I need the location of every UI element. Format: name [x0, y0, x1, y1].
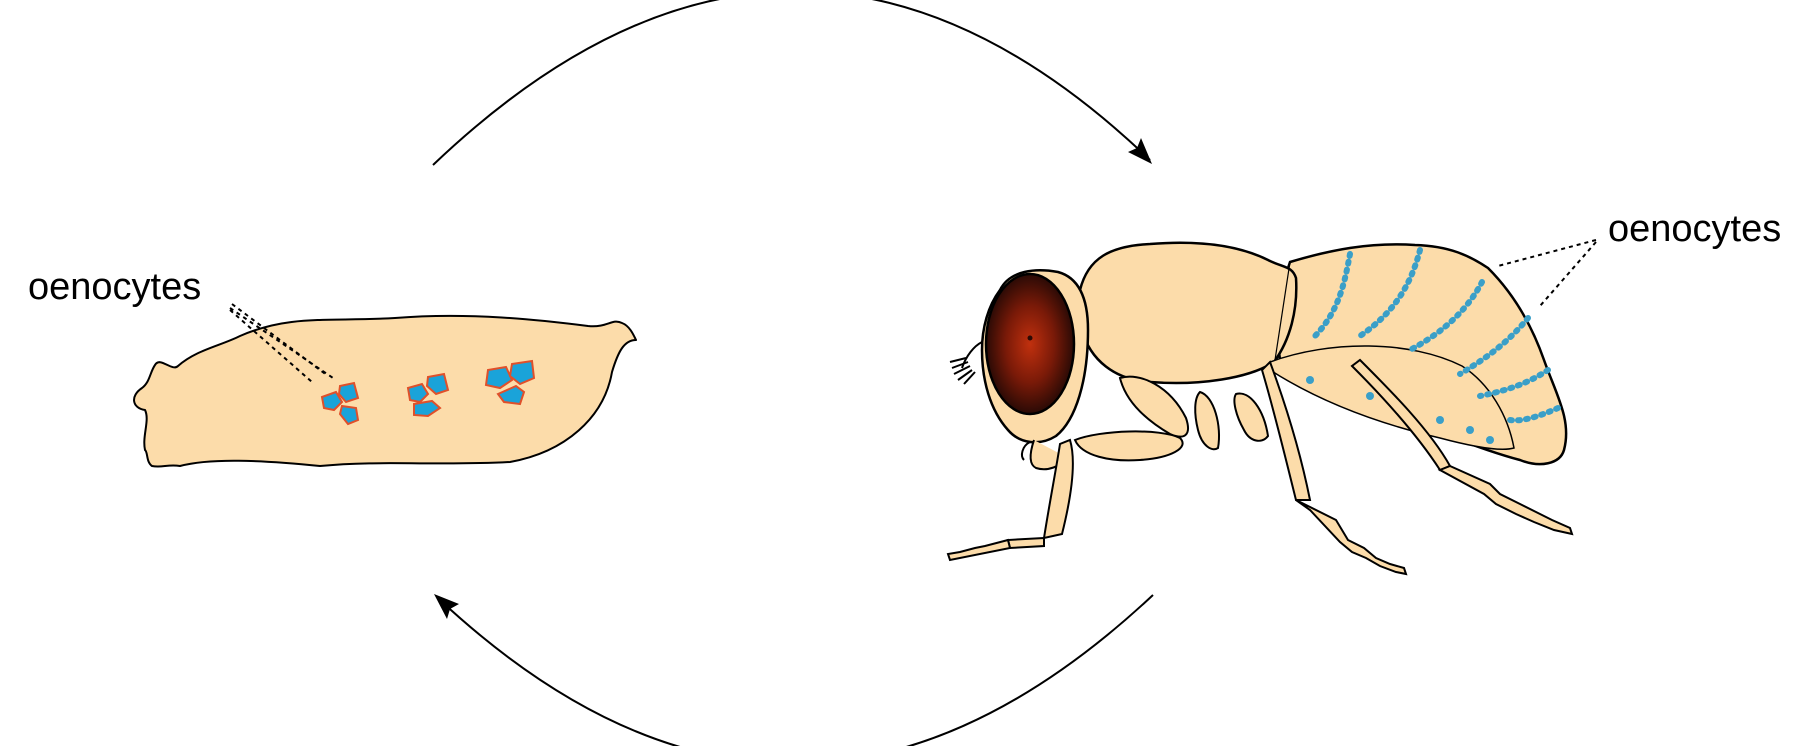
fly-icon [948, 240, 1596, 574]
arrowhead-icon [434, 594, 459, 619]
cycle-arrow-bottom [434, 594, 1153, 746]
compound-eye [986, 274, 1074, 414]
cycle-arrow-top [433, 0, 1152, 165]
larva-icon [134, 304, 636, 467]
larva-body [134, 316, 636, 467]
larva-oenocytes-label: oenocytes [28, 268, 201, 306]
fly-thorax [1079, 243, 1297, 383]
adult-oenocytes-label: oenocytes [1608, 210, 1781, 248]
arista-icon [950, 342, 982, 384]
